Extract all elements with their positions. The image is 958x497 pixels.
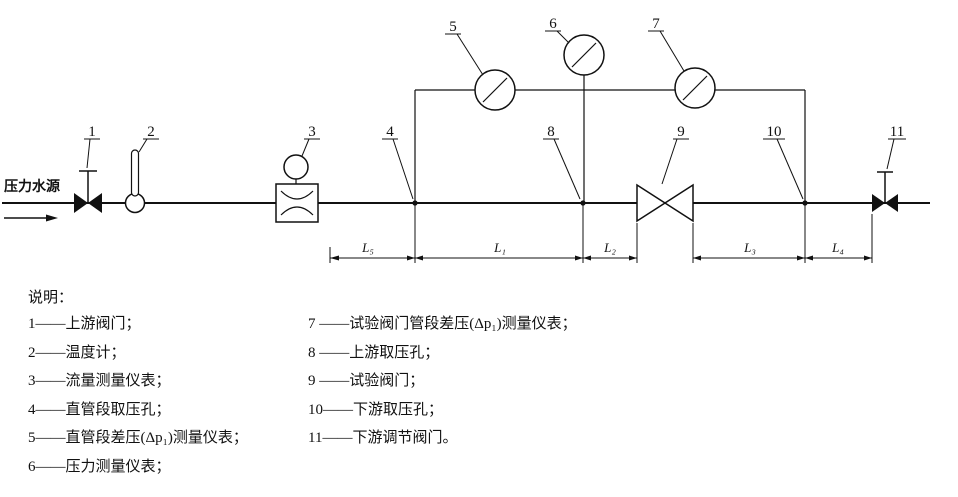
test-valve <box>636 183 694 223</box>
dp-gauge-test-valve <box>674 67 716 109</box>
upstream-valve <box>74 170 102 213</box>
gauge-needle <box>571 42 597 68</box>
pressure-tap-10 <box>802 200 808 206</box>
callout-4: 4 <box>382 124 414 200</box>
dim-label-L1: L₁ <box>493 240 506 255</box>
callout-number: 2 <box>147 124 155 140</box>
leader-line <box>138 138 148 153</box>
flow-meter <box>275 154 319 223</box>
thermometer-bulb <box>130 149 140 197</box>
callout-number: 10 <box>767 124 782 140</box>
source-label: 压力水源 <box>4 178 60 195</box>
callout-1: 1 <box>84 124 100 169</box>
leader-line <box>456 33 484 76</box>
pressure-tap-4 <box>412 200 418 206</box>
leader-line <box>556 30 570 44</box>
impulse-lines <box>414 55 806 203</box>
callout-11: 11 <box>886 124 906 170</box>
leader-line <box>553 138 581 200</box>
valve-body-left <box>74 193 88 213</box>
flow-meter-body <box>275 183 319 223</box>
pipeline-test-diagram: 压力水源 <box>2 16 930 263</box>
venturi-top <box>280 190 314 200</box>
leader-line <box>776 138 804 200</box>
dim-label-L3: L₃ <box>743 240 756 255</box>
callout-6: 6 <box>545 16 570 44</box>
legend: 说明： 1——上游阀门； 2——温度计； 3——流量测量仪表； 4——直管段取压… <box>0 280 958 497</box>
callout-number: 5 <box>449 19 457 35</box>
dimension-arrowheads <box>330 255 872 261</box>
legend-item-7: 7 ——试验阀门管段差压(Δp₁)测量仪表； <box>308 316 577 332</box>
legend-item-5: 5——直管段差压(Δp₁)测量仪表； <box>28 430 248 446</box>
extension-lines <box>329 205 873 263</box>
dim-label-L2: L₂ <box>603 240 616 255</box>
legend-item-3: 3——流量测量仪表； <box>28 373 171 389</box>
callouts: 1 2 3 4 5 6 7 8 <box>84 16 906 200</box>
callout-number: 1 <box>88 124 96 140</box>
pressure-gauge <box>563 34 605 76</box>
legend-item-4: 4——直管段取压孔； <box>28 401 171 418</box>
legend-item-8: 8 ——上游取压孔； <box>308 344 440 361</box>
dp-gauge-straight-pipe <box>474 69 516 111</box>
arrowhead-icon <box>46 214 58 222</box>
callout-5: 5 <box>445 19 484 76</box>
leader-line <box>661 138 678 185</box>
callout-number: 8 <box>547 124 555 140</box>
legend-item-6: 6——压力测量仪表； <box>28 458 171 475</box>
legend-column-right: 7 ——试验阀门管段差压(Δp₁)测量仪表； 8 ——上游取压孔； 9 ——试验… <box>308 310 577 453</box>
leader-line <box>392 138 414 200</box>
valve-body-left <box>636 183 667 223</box>
legend-item-2: 2——温度计； <box>28 344 126 361</box>
downstream-regulating-valve <box>872 171 898 212</box>
callout-number: 6 <box>549 16 557 32</box>
flow-direction-arrow <box>4 214 58 222</box>
callout-number: 3 <box>308 124 316 140</box>
leader-line <box>659 30 685 72</box>
gauge-needle <box>682 75 708 101</box>
legend-item-10: 10——下游取压孔； <box>308 401 444 418</box>
callout-2: 2 <box>138 124 159 153</box>
callout-number: 9 <box>677 124 685 140</box>
callout-7: 7 <box>648 16 685 72</box>
leader-line <box>301 138 310 157</box>
callout-number: 7 <box>652 16 660 32</box>
callout-3: 3 <box>301 124 320 157</box>
flow-meter-dial <box>283 154 309 180</box>
diagram-canvas: 压力水源 <box>2 16 930 263</box>
thermometer <box>124 149 146 214</box>
leader-line <box>86 138 91 169</box>
legend-heading: 说明： <box>28 290 74 306</box>
callout-number: 11 <box>890 124 904 140</box>
callout-9: 9 <box>661 124 689 185</box>
legend-item-11: 11——下游调节阀门。 <box>308 430 458 446</box>
legend-column-left: 1——上游阀门； 2——温度计； 3——流量测量仪表； 4——直管段取压孔； 5… <box>28 310 248 481</box>
gauge-needle <box>482 77 508 103</box>
callout-number: 4 <box>386 124 394 140</box>
valve-body-right <box>885 194 898 212</box>
pressure-tap-8 <box>580 200 586 206</box>
legend-item-9: 9 ——试验阀门； <box>308 373 425 389</box>
callout-10: 10 <box>763 124 804 200</box>
callout-8: 8 <box>543 124 581 200</box>
valve-body-left <box>872 194 885 212</box>
leader-line <box>886 138 895 170</box>
valve-body-right <box>88 193 102 213</box>
valve-body-right <box>663 183 694 223</box>
legend-item-1: 1——上游阀门； <box>28 316 141 332</box>
dim-label-L4: L₄ <box>831 240 844 255</box>
dim-label-L5: L₅ <box>361 240 374 255</box>
venturi-bottom <box>280 206 314 216</box>
